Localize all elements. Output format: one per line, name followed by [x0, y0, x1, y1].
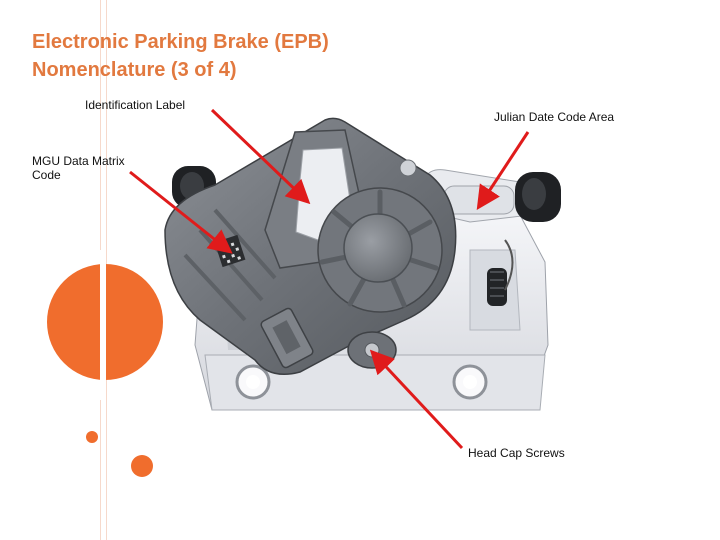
slide-title-line-1: Electronic Parking Brake (EPB) [32, 31, 329, 53]
arrow-julian-date-code [476, 131, 530, 211]
callout-mgu-line-2: Code [32, 168, 61, 182]
arrow-mgu-data-matrix [129, 170, 233, 254]
callout-mgu-line-1: MGU Data Matrix [32, 154, 125, 168]
decorative-circle-small [86, 431, 98, 443]
arrow-identification-label [210, 108, 311, 205]
callout-julian-date-code-area: Julian Date Code Area [494, 110, 615, 124]
head-cap-screw [364, 342, 380, 358]
callout-head-cap-screws: Head Cap Screws [468, 446, 565, 460]
callout-arrows [129, 108, 530, 450]
decorative-circle-medium [131, 455, 153, 477]
arrow-head-cap-screws [369, 349, 464, 450]
slide-title: Electronic Parking Brake (EPB) Nomenclat… [32, 28, 329, 84]
callout-identification-label: Identification Label [85, 98, 186, 112]
mgu-housing [164, 117, 457, 375]
callout-mgu-data-matrix-code: MGU Data Matrix Code [32, 154, 125, 182]
decorative-circles [47, 250, 163, 477]
slide-title-line-2: Nomenclature (3 of 4) [32, 59, 237, 81]
